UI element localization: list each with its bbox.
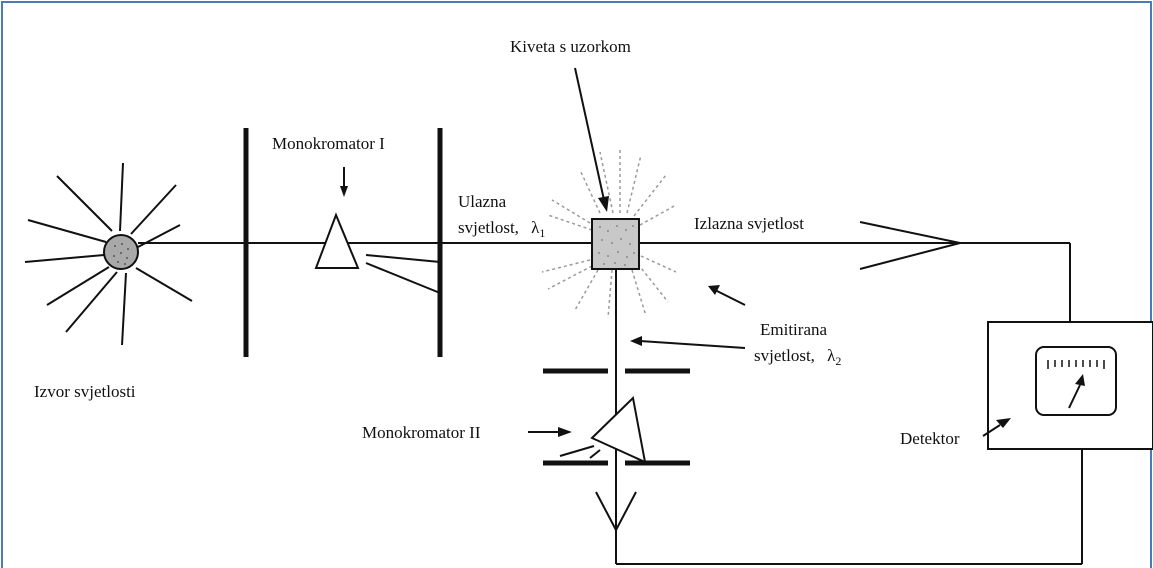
detector-needle-head bbox=[1075, 374, 1085, 386]
emission-glow bbox=[541, 150, 677, 319]
label-incident-light-2: svjetlost, λ1 bbox=[458, 218, 545, 240]
mono2-prism bbox=[590, 395, 647, 464]
label-sample-cuvette: Kiveta s uzorkom bbox=[510, 37, 631, 56]
exit-funnel-bottom bbox=[859, 242, 961, 270]
label-emitted-light-1: Emitirana bbox=[760, 320, 827, 339]
emitted-arrow-1-head bbox=[708, 285, 720, 295]
mono2-arrow-head bbox=[558, 427, 572, 437]
mono1-dispersed-ray-1 bbox=[365, 254, 441, 263]
detector-label-arrow-head bbox=[996, 418, 1011, 428]
lamp-bulb-texture bbox=[113, 243, 129, 265]
mono2-dispersed-ray-1 bbox=[559, 445, 595, 457]
detector-needle bbox=[1068, 384, 1081, 409]
cuvette-label-arrow bbox=[574, 67, 605, 201]
light-source bbox=[24, 162, 193, 346]
label-monochromator-2: Monokromator II bbox=[362, 423, 481, 442]
emitted-arrow-2-head bbox=[630, 336, 642, 346]
cuvette-texture bbox=[598, 225, 635, 266]
exit-funnel-top bbox=[859, 221, 961, 244]
cuvette-label-arrow-head bbox=[598, 196, 609, 212]
mono1-dispersed-ray-2 bbox=[365, 262, 441, 294]
label-emitted-light-2: svjetlost, λ2 bbox=[754, 346, 841, 368]
detector-meter bbox=[1035, 346, 1117, 416]
label-monochromator-1: Monokromator I bbox=[272, 134, 385, 153]
emitted-arrow-2 bbox=[639, 340, 746, 349]
label-light-source: Izvor svjetlosti bbox=[34, 382, 136, 401]
lower-funnel-right bbox=[615, 491, 637, 531]
label-exit-light: Izlazna svjetlost bbox=[694, 214, 804, 233]
sample-cuvette bbox=[591, 218, 640, 270]
mono2-dispersed-ray-2 bbox=[589, 449, 601, 459]
detector-meter-scale bbox=[1047, 360, 1105, 369]
lower-funnel-left bbox=[595, 491, 617, 531]
emitted-arrow-1 bbox=[714, 289, 746, 306]
detector-label-arrow bbox=[982, 424, 1001, 437]
mono1-arrow-head bbox=[340, 186, 348, 197]
mono1-prism bbox=[314, 212, 360, 269]
label-incident-light-1: Ulazna bbox=[458, 192, 507, 211]
label-detector: Detektor bbox=[900, 429, 960, 448]
